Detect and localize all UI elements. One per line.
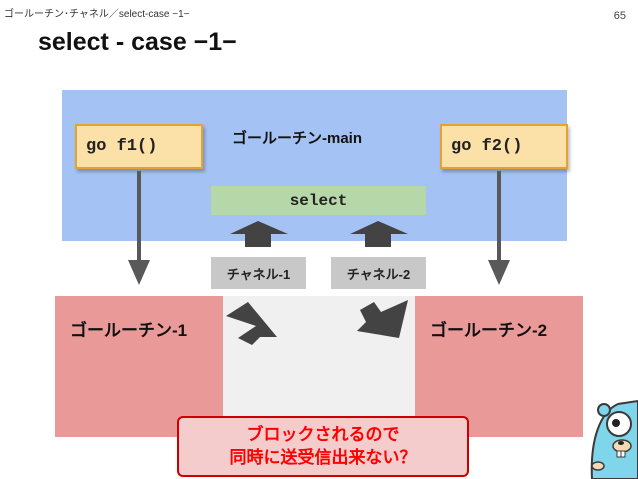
note-go-f2-text: go f2() [451, 137, 523, 156]
channel-1-up-arrow [230, 221, 288, 247]
note-go-f1-text: go f1() [86, 137, 158, 156]
goroutine-1-box [55, 296, 223, 437]
goroutine-2-label: ゴールーチン-2 [430, 321, 548, 340]
goroutine-2-send-arrow [357, 300, 408, 338]
breadcrumb: ゴールーチン･チャネル／select-case −1− [4, 9, 190, 20]
channel-2-box: チャネル-2 [331, 257, 426, 289]
channel-2-up-arrow [350, 221, 408, 247]
goroutine-main-label: ゴールーチン-main [232, 130, 363, 147]
note-go-f1: go f1() [75, 124, 203, 169]
goroutine-1-label: ゴールーチン-1 [70, 321, 188, 340]
gopher-mascot [590, 399, 638, 479]
note-go-f2: go f2() [440, 124, 568, 169]
spawn-arrow-2 [488, 171, 510, 285]
blocked-warning-line-2: 同時に送受信出来ない？ [229, 447, 417, 467]
blocked-warning-line-1: ブロックされるので [246, 424, 400, 444]
select-box: select [211, 186, 426, 215]
goroutine-2-box [415, 296, 583, 437]
goroutine-1-send-arrow [226, 302, 277, 345]
spawn-arrow-1 [128, 171, 150, 285]
blocked-warning-callout: ブロックされるので 同時に送受信出来ない？ [177, 416, 469, 477]
channel-1-box: チャネル-1 [211, 257, 306, 289]
slide-title: select - case −1− [38, 28, 237, 56]
page-number: 65 [613, 10, 626, 22]
